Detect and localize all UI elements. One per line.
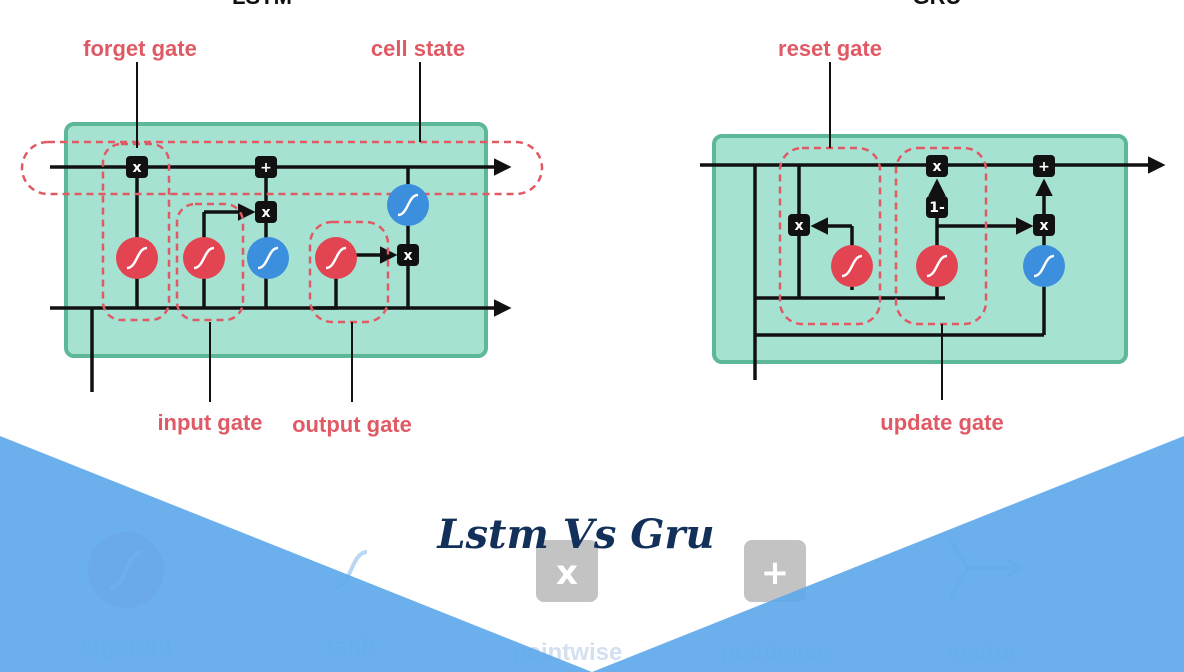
multiply-op-icon: x: [788, 214, 810, 236]
bottom-band: [592, 436, 1184, 672]
output-gate-highlight: [308, 220, 390, 324]
sigmoid-icon: [831, 245, 873, 287]
pointwise-multiply-icon: x: [536, 540, 598, 602]
add-op-icon: +: [255, 156, 277, 178]
gru-cell-box: [712, 134, 1128, 364]
svg-text:x: x: [261, 205, 270, 221]
tanh-icon: [247, 237, 289, 279]
lstm-diagram: x + x x forget gate cell state input gat…: [20, 36, 544, 437]
multiply-op-icon: x: [397, 244, 419, 266]
forget-gate-label: forget gate: [83, 36, 197, 61]
bottom-band: [0, 436, 592, 672]
add-op-icon: +: [1033, 155, 1055, 177]
svg-text:x: x: [132, 160, 141, 176]
multiply-op-icon: x: [126, 156, 148, 178]
update-gate-label: update gate: [880, 410, 1003, 435]
sigmoid-icon: [183, 237, 225, 279]
svg-text:+: +: [1038, 159, 1050, 175]
svg-text:x: x: [794, 218, 803, 234]
multiply-op-icon: x: [926, 155, 948, 177]
svg-text:+: +: [761, 553, 790, 593]
cell-state-label: cell state: [371, 36, 465, 61]
svg-text:1-: 1-: [929, 200, 945, 216]
tanh-icon: [1023, 245, 1065, 287]
multiply-op-icon: x: [255, 201, 277, 223]
output-gate-label: output gate: [292, 412, 412, 437]
sigmoid-icon: [116, 237, 158, 279]
gru-header: GRU: [913, 0, 962, 9]
svg-text:x: x: [556, 553, 578, 593]
cell-state-highlight: [20, 140, 544, 196]
multiply-op-icon: x: [1033, 214, 1055, 236]
svg-text:x: x: [1039, 218, 1048, 234]
svg-text:x: x: [932, 159, 941, 175]
reset-gate-label: reset gate: [778, 36, 882, 61]
lstm-header: LSTM: [232, 0, 292, 9]
page-title: Lstm Vs Gru: [436, 511, 714, 558]
svg-text:x: x: [403, 248, 412, 264]
input-gate-highlight: [175, 202, 245, 322]
sigmoid-icon: [916, 245, 958, 287]
one-minus-op-icon: 1-: [926, 196, 948, 218]
input-gate-label: input gate: [157, 410, 262, 435]
pointwise-add-icon: +: [744, 540, 806, 602]
gru-diagram: x x 1- + x reset gate update gate: [700, 36, 1166, 435]
svg-text:+: +: [260, 160, 272, 176]
tanh-icon: [387, 184, 429, 226]
sigmoid-icon: [315, 237, 357, 279]
